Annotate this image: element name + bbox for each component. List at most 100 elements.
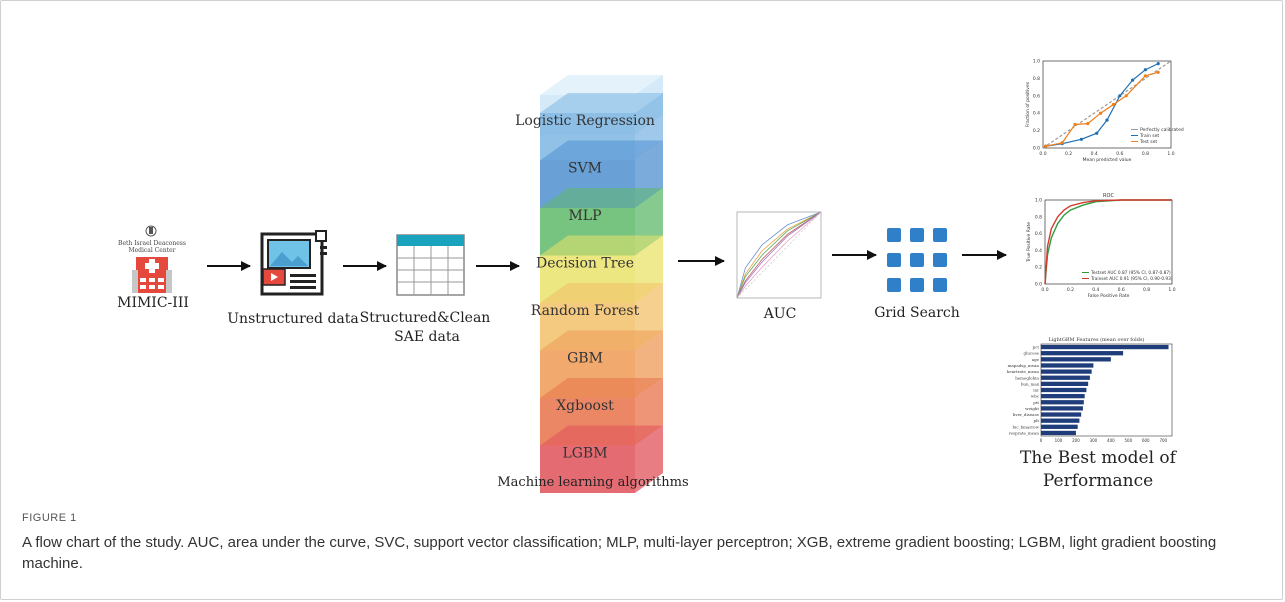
cal-point-2-1 [1060, 141, 1064, 145]
cal-legend-2: Test set [1139, 139, 1157, 145]
ml-layer-label-0: Logistic Regression [515, 113, 655, 129]
auc-series-3 [736, 211, 822, 299]
cal-xtick-0: 0.0 [1039, 151, 1046, 157]
cal-ytick-2: 0.4 [1033, 111, 1040, 117]
mimic-node: Beth Israel Deaconess Medical Center MIM… [117, 225, 189, 311]
feat-label-3: mapadsp_mean [1008, 363, 1040, 368]
hospital-seal-icon [145, 225, 157, 237]
hospital-building-icon [132, 257, 172, 293]
feat-bar-0 [1041, 344, 1169, 350]
cal-point-2-6 [1124, 94, 1128, 98]
cal-ytick-3: 0.6 [1033, 93, 1040, 99]
feat-xtick-3: 300 [1090, 438, 1098, 443]
data-table-icon [396, 234, 465, 296]
cal-legend-1: Train set [1139, 133, 1159, 139]
grid-square-r0-c0 [887, 228, 901, 242]
structured-node: Structured&Clean SAE data [360, 234, 490, 345]
cal-point-2-3 [1086, 122, 1090, 126]
roc-legend-0: Testset AUC 0.87 (95% CI, 0.87-0.87) [1090, 270, 1171, 276]
ml-layer-top-2 [540, 188, 663, 208]
cal-point-1-5 [1118, 94, 1122, 98]
ml-layer-front-7 [540, 445, 635, 493]
feat-label-1: glucose [1024, 351, 1040, 356]
feat-xtick-6: 600 [1142, 438, 1150, 443]
ml-layer-label-6: Xgboost [556, 398, 614, 414]
feat-bar-1 [1041, 351, 1124, 356]
grid-square-r1-c0 [887, 253, 901, 267]
roc-legend-1: Trainset AUC 0.91 (95% CI, 0.90-0.93) [1090, 276, 1173, 282]
feat-xtick-2: 200 [1072, 438, 1080, 443]
feat-label-12: plt [1034, 418, 1040, 423]
cal-series-0 [1042, 60, 1172, 149]
roc-xtick-4: 0.8 [1143, 287, 1150, 293]
cal-point-2-4 [1099, 111, 1103, 115]
ml-caption: Machine learning algorithms [497, 475, 688, 490]
ml-stack-top-face [540, 75, 663, 95]
best-model-label-line1: The Best model of [1020, 448, 1178, 468]
roc-plot: ROC0.00.00.20.20.40.40.60.60.80.81.01.0F… [1026, 193, 1176, 299]
mimic-label: MIMIC-III [117, 295, 189, 311]
feat-bar-3 [1041, 363, 1094, 368]
cal-xlabel: Mean predicted value [1083, 157, 1132, 163]
ml-layer-side-7 [635, 425, 663, 493]
cal-ytick-4: 0.8 [1033, 76, 1040, 82]
feat-label-5: hemoglobin [1015, 375, 1039, 380]
structured-label-line2: SAE data [394, 329, 460, 345]
ml-layer-top-6 [540, 378, 663, 398]
feat-bar-13 [1041, 424, 1078, 429]
media-document-icon [260, 230, 327, 296]
cal-point-1-4 [1105, 118, 1109, 122]
feat-bar-6 [1041, 381, 1089, 387]
feat-label-2: age [1032, 357, 1040, 362]
auc-roc-thumbnail [736, 211, 822, 299]
roc-ytick-2: 0.4 [1035, 248, 1042, 254]
cal-xtick-4: 0.8 [1142, 151, 1149, 157]
feat-bar-2 [1041, 357, 1111, 362]
cal-xtick-2: 0.4 [1091, 151, 1098, 157]
ml-layer-top-5 [540, 330, 663, 351]
grid-square-r2-c2 [933, 278, 947, 292]
ml-layer-label-7: LGBM [562, 446, 607, 462]
feat-bar-12 [1041, 418, 1080, 423]
roc-ylabel: True Positive Rate [1026, 222, 1032, 263]
feat-xtick-5: 500 [1125, 438, 1133, 443]
cal-point-2-8 [1156, 70, 1160, 74]
cal-point-2-7 [1143, 74, 1147, 78]
cal-point-1-7 [1143, 68, 1147, 72]
auc-node: AUC [736, 211, 822, 322]
auc-series-5 [736, 211, 822, 299]
feat-title: LightGBM Features (mean over folds) [1049, 336, 1145, 343]
feat-label-6: bun_max [1021, 381, 1040, 386]
feat-label-0: pct [1033, 345, 1040, 350]
ml-layer-label-3: Decision Tree [536, 256, 634, 272]
grid-square-r1-c2 [933, 253, 947, 267]
grid-search-icon [887, 228, 947, 292]
feat-label-7: inr [1033, 388, 1039, 393]
cal-legend-0: Perfectly calibrated [1140, 127, 1184, 133]
auc-series-4 [736, 211, 822, 299]
feat-xtick-0: 0 [1040, 438, 1043, 443]
feat-label-13: bic_bmarrow [1013, 424, 1040, 429]
cal-ytick-0: 0.0 [1033, 146, 1040, 152]
feat-xtick-7: 700 [1159, 438, 1167, 443]
auc-series-2 [736, 211, 822, 299]
ml-layer-label-4: Random Forest [531, 303, 640, 319]
grid-search-label: Grid Search [874, 305, 960, 321]
auc-series-1 [736, 211, 822, 299]
roc-xtick-3: 0.6 [1118, 287, 1125, 293]
ml-layer-label-1: SVM [568, 161, 602, 177]
cal-point-1-2 [1079, 137, 1083, 141]
feat-label-9: ptt [1033, 400, 1039, 405]
feat-bar-4 [1041, 369, 1092, 374]
feat-label-10: weight [1025, 406, 1039, 411]
ml-layer-label-5: GBM [567, 351, 603, 367]
grid-search-node: Grid Search [874, 228, 960, 321]
grid-square-r2-c0 [887, 278, 901, 292]
unstructured-node: Unstructured data [227, 230, 359, 327]
cal-point-2-2 [1073, 122, 1077, 127]
roc-xtick-0: 0.0 [1041, 287, 1048, 293]
roc-title: ROC [1103, 193, 1114, 199]
feat-label-8: wbc [1031, 394, 1040, 399]
grid-square-r0-c2 [933, 228, 947, 242]
